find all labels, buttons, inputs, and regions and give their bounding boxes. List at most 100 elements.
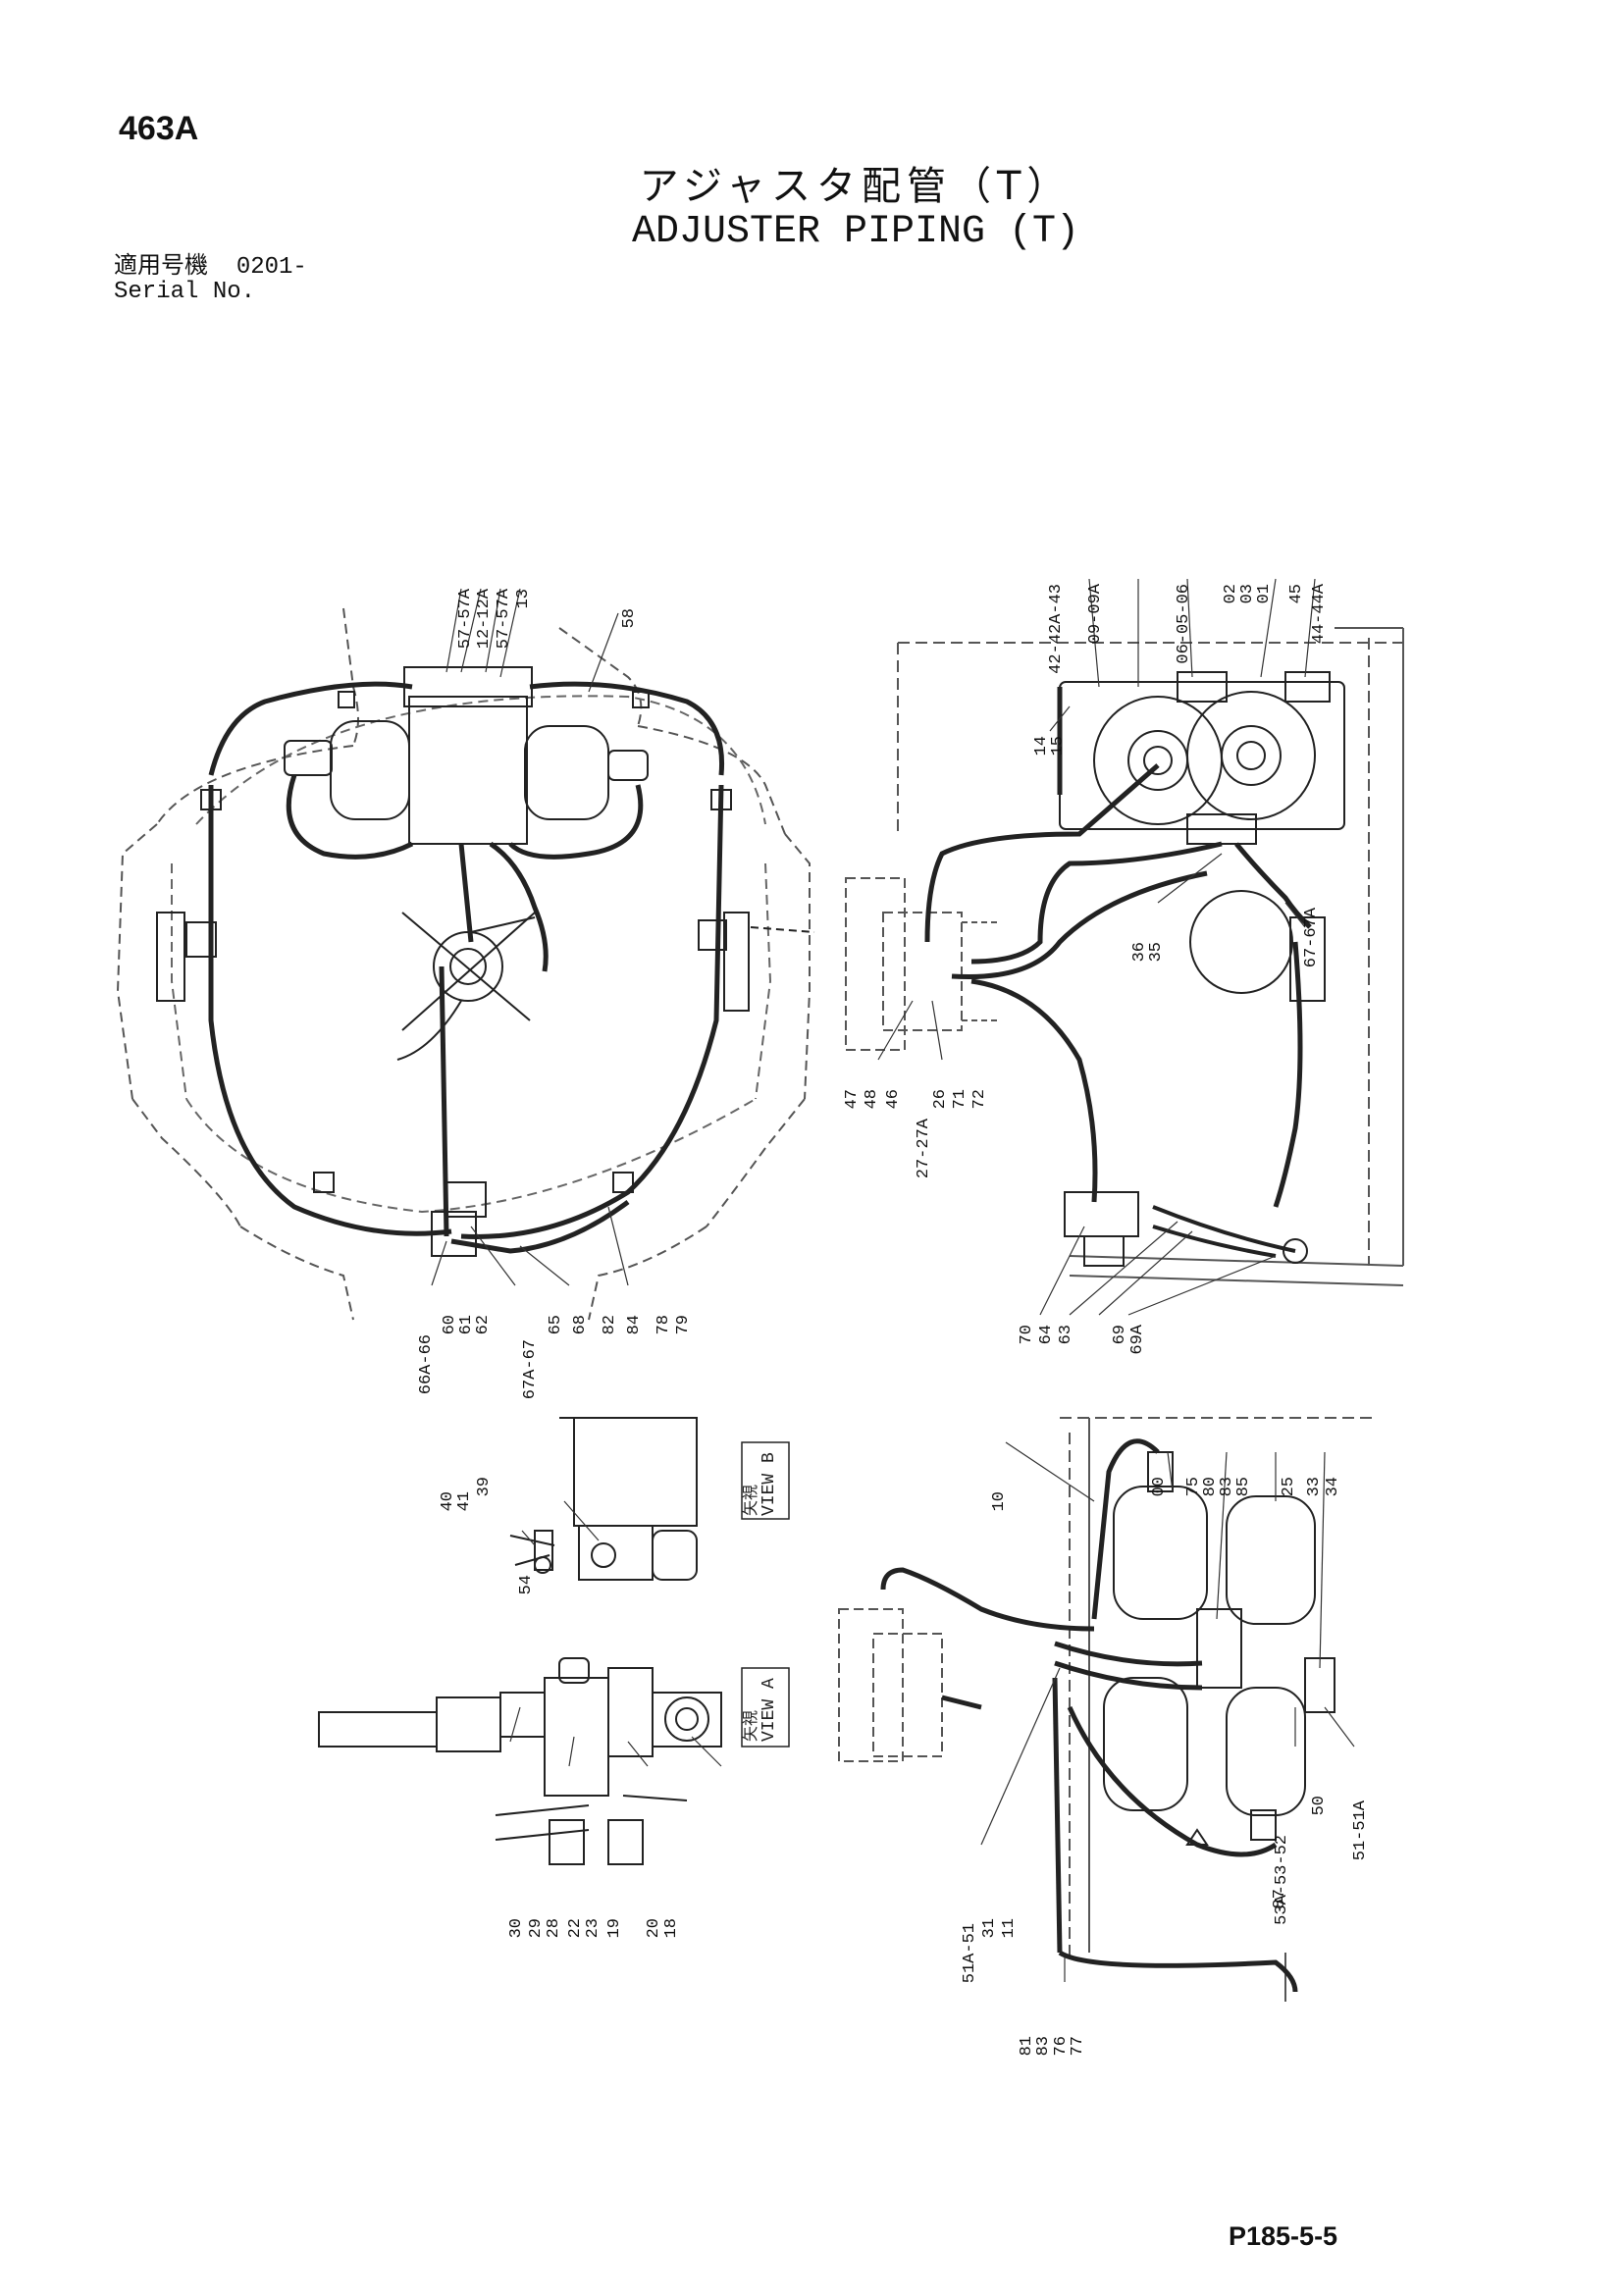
callout-bottom-left-0: 40 xyxy=(439,1491,457,1511)
frame-outline xyxy=(116,607,811,1321)
serial-block: 適用号機 0201- Serial No. xyxy=(114,255,307,304)
callout-top-right-11: 36 xyxy=(1130,942,1149,962)
callout-bottom-right-3: 80 xyxy=(1201,1477,1220,1496)
callout-bottom-right-7: 33 xyxy=(1305,1477,1324,1496)
callout-bottom-right-0: 10 xyxy=(990,1491,1009,1511)
callout-top-right-24: 69A xyxy=(1128,1324,1147,1354)
callout-top-left-3: 13 xyxy=(514,589,533,608)
callout-top-left-15: 79 xyxy=(674,1315,693,1334)
hoses-top-right xyxy=(924,687,1312,1208)
callout-bottom-left-6: 28 xyxy=(545,1918,563,1938)
callout-top-right-9: 15 xyxy=(1049,736,1068,756)
callout-top-right-2: 06-05-06 xyxy=(1175,584,1193,664)
callout-bottom-right-5: 85 xyxy=(1234,1477,1253,1496)
callout-bottom-right-4: 83 xyxy=(1218,1477,1236,1496)
callout-bottom-left-11: 18 xyxy=(662,1918,681,1938)
callout-top-left-12: 82 xyxy=(601,1315,619,1334)
callout-top-left-8: 62 xyxy=(474,1315,493,1334)
callout-bottom-right-1: 00 xyxy=(1150,1477,1169,1496)
callout-top-right-16: 27-27A xyxy=(915,1118,933,1178)
view-a-label-box: VIEW A 矢視 xyxy=(741,1667,790,1748)
callout-bottom-left-2: 39 xyxy=(475,1477,494,1496)
serial-label-en: Serial No. xyxy=(114,279,256,305)
callout-bottom-left-1: 41 xyxy=(455,1491,474,1511)
callout-top-right-18: 71 xyxy=(951,1089,969,1109)
top-left-clamps xyxy=(200,691,732,1193)
callout-bottom-right-14: 53A-53-52 xyxy=(1273,1835,1291,1925)
accumulator-pair-side xyxy=(1059,671,1345,845)
callout-top-right-8: 14 xyxy=(1032,736,1051,756)
callout-bottom-left-9: 19 xyxy=(605,1918,624,1938)
callout-top-right-14: 48 xyxy=(863,1089,881,1109)
callout-bottom-right-16: 81 xyxy=(1018,2036,1036,2056)
view-top-left xyxy=(116,607,815,1321)
callout-top-right-3: 02 xyxy=(1222,584,1240,603)
callout-bottom-right-11: 11 xyxy=(1000,1918,1019,1938)
callout-bottom-left-10: 20 xyxy=(645,1918,663,1938)
leader-lines xyxy=(431,578,1355,1982)
footer-page-ref: P185-5-5 xyxy=(1229,2221,1338,2251)
serial-label-jp: 適用号機 xyxy=(114,254,208,281)
callout-top-right-6: 45 xyxy=(1287,584,1306,603)
callout-bottom-left-5: 29 xyxy=(527,1918,546,1938)
callout-top-left-7: 61 xyxy=(457,1315,476,1334)
callout-top-right-10: 67-67A xyxy=(1302,907,1321,967)
view-a-kanji: 矢視 xyxy=(742,1710,760,1742)
callout-top-left-9: 67A-67 xyxy=(521,1339,540,1399)
callout-top-right-19: 72 xyxy=(970,1089,989,1109)
callout-top-left-13: 84 xyxy=(625,1315,644,1334)
callout-top-left-5: 66A-66 xyxy=(417,1334,436,1394)
callout-bottom-right-9: 51A-51 xyxy=(961,1923,979,1983)
valves-left-right xyxy=(156,912,815,1012)
callout-top-right-7: 44-44A xyxy=(1310,583,1329,644)
view-b-label: VIEW B xyxy=(759,1452,779,1516)
view-top-right xyxy=(845,627,1404,1286)
callout-bottom-right-2: 75 xyxy=(1184,1477,1203,1496)
lower-right-block xyxy=(1064,890,1326,1267)
callout-top-left-0: 57-57A xyxy=(456,588,475,649)
callout-top-right-21: 64 xyxy=(1037,1325,1056,1344)
view-b-drawing xyxy=(509,1417,698,1581)
callout-bottom-right-6: 25 xyxy=(1280,1477,1298,1496)
callout-top-right-0: 42-42A-43 xyxy=(1047,584,1066,674)
hoses-bottom-right xyxy=(880,1438,1298,1993)
callout-top-right-15: 46 xyxy=(884,1089,903,1109)
callout-bottom-right-12: 50 xyxy=(1310,1796,1329,1815)
callout-top-right-13: 47 xyxy=(843,1089,862,1109)
callout-top-right-20: 70 xyxy=(1018,1325,1036,1344)
callout-top-left-11: 68 xyxy=(571,1315,590,1334)
view-a-drawing xyxy=(318,1657,722,1865)
callout-top-left-1: 12-12A xyxy=(475,588,494,649)
callout-top-right-17: 26 xyxy=(931,1089,950,1109)
callout-bottom-left-3: 54 xyxy=(517,1575,536,1594)
callout-top-left-6: 60 xyxy=(441,1315,459,1334)
callout-top-right-5: 01 xyxy=(1255,584,1274,603)
serial-value: 0201- xyxy=(236,254,307,281)
callout-bottom-right-18: 76 xyxy=(1052,2036,1071,2056)
callout-top-right-1: 09-09A xyxy=(1086,583,1105,644)
callout-bottom-left-7: 22 xyxy=(566,1918,585,1938)
view-b-label-box: VIEW B 矢視 xyxy=(741,1441,790,1520)
view-a-label: VIEW A xyxy=(759,1678,779,1742)
callout-top-right-12: 35 xyxy=(1147,942,1166,962)
callout-bottom-right-17: 83 xyxy=(1034,2036,1053,2056)
callout-bottom-right-19: 77 xyxy=(1069,2036,1087,2056)
page-code: 463A xyxy=(119,110,199,147)
callout-top-left-2: 57-57A xyxy=(495,588,513,649)
frame-bottom-right xyxy=(838,1417,1374,2002)
accumulators-bottom-right xyxy=(1103,1451,1335,1846)
callout-top-right-4: 03 xyxy=(1238,584,1257,603)
frame-inner-outline xyxy=(171,695,772,1214)
swivel-joint xyxy=(396,912,536,1061)
callout-top-left-4: 58 xyxy=(620,608,639,628)
callout-bottom-left-8: 23 xyxy=(584,1918,602,1938)
callout-bottom-right-15: 87 xyxy=(1271,1889,1289,1908)
callout-top-left-10: 65 xyxy=(547,1315,565,1334)
callout-top-left-14: 78 xyxy=(654,1315,673,1334)
frame-top-right xyxy=(845,627,1404,1286)
callout-bottom-right-10: 31 xyxy=(980,1918,999,1938)
view-bottom-right xyxy=(838,1417,1374,2002)
callout-bottom-right-8: 34 xyxy=(1324,1477,1342,1496)
